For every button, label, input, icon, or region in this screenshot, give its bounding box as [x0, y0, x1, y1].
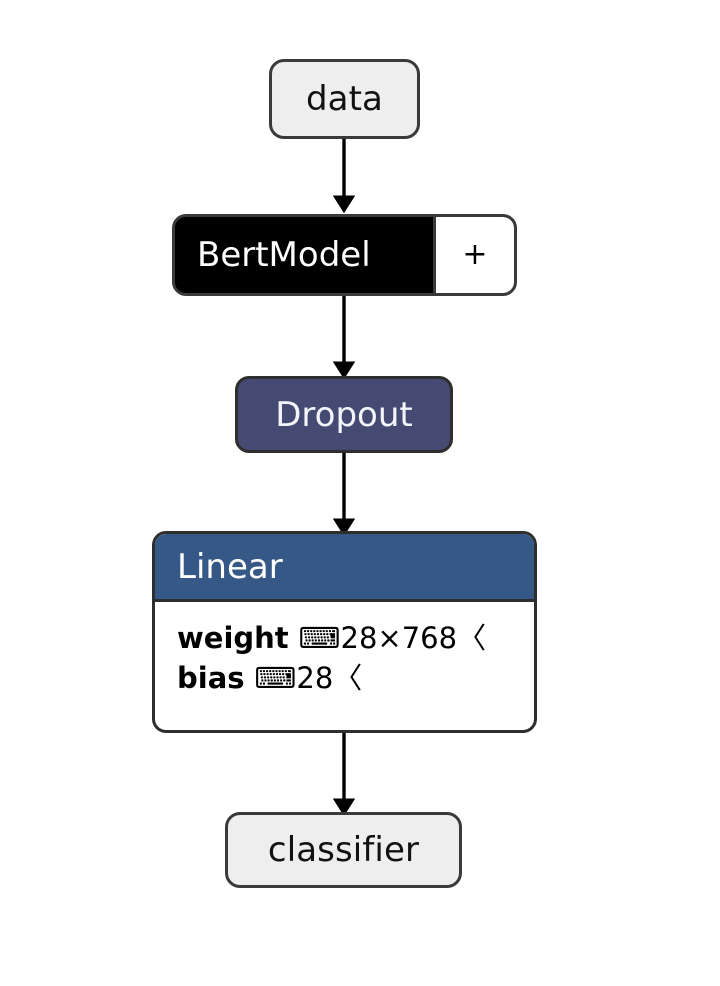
- param-name: bias: [177, 661, 245, 696]
- expand-plus-icon[interactable]: +: [433, 217, 514, 293]
- node-linear-header: Linear: [155, 534, 534, 602]
- param-shape: ⌨28×768〈: [298, 621, 487, 655]
- node-data[interactable]: data: [269, 59, 420, 139]
- node-classifier[interactable]: classifier: [225, 812, 462, 888]
- node-linear-params: weight ⌨28×768〈 bias ⌨28〈: [155, 602, 534, 713]
- node-dropout-label: Dropout: [275, 394, 413, 435]
- node-bertmodel-label: BertModel: [175, 217, 433, 293]
- node-data-label: data: [306, 79, 383, 119]
- param-name: weight: [177, 621, 289, 655]
- param-shape: ⌨28〈: [254, 661, 363, 696]
- param-row: weight ⌨28×768〈: [177, 618, 534, 658]
- node-classifier-label: classifier: [267, 830, 420, 870]
- node-bertmodel[interactable]: BertModel +: [172, 214, 517, 296]
- node-linear[interactable]: Linear weight ⌨28×768〈 bias ⌨28〈: [152, 531, 537, 733]
- param-row: bias ⌨28〈: [177, 658, 534, 698]
- node-dropout[interactable]: Dropout: [235, 376, 453, 453]
